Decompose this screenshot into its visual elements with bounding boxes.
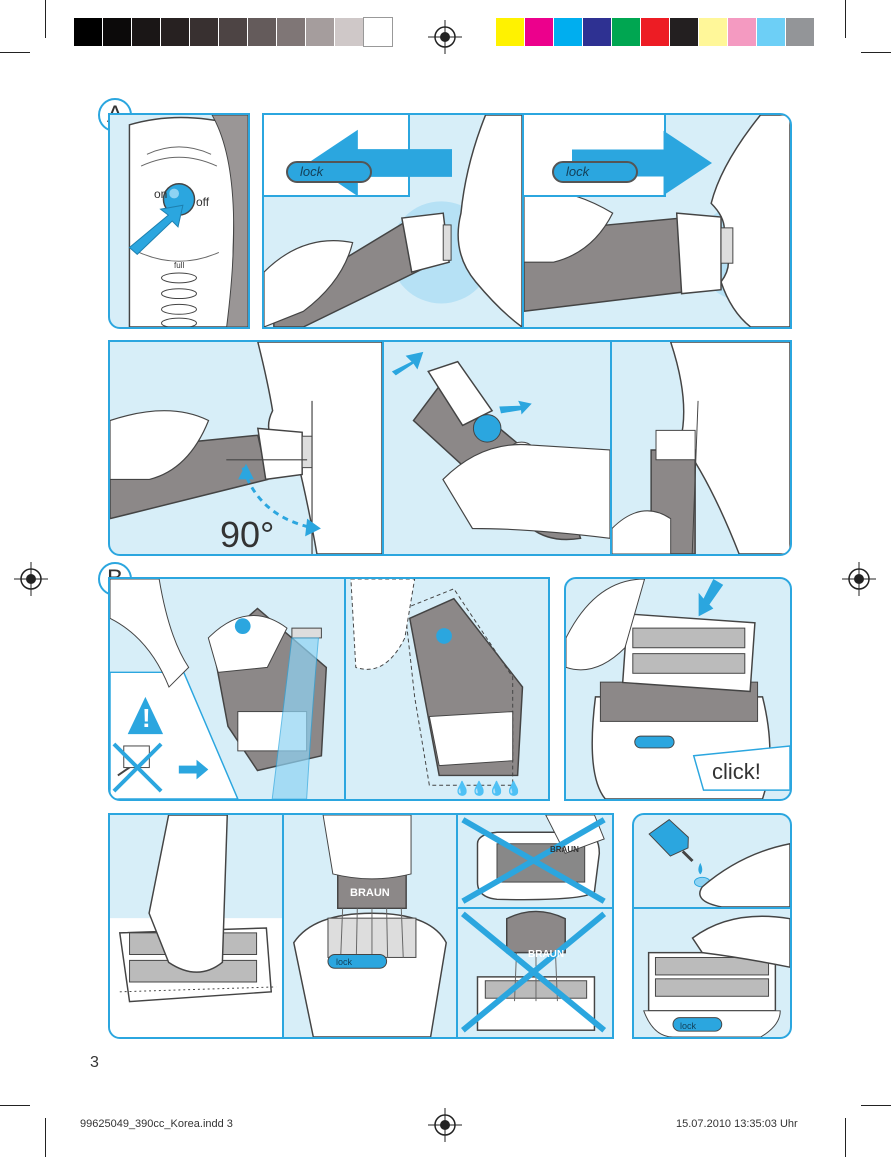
crop-mark [861, 1105, 891, 1106]
color-swatch [248, 18, 276, 46]
color-swatch [103, 18, 131, 46]
panel-wrong-foil: BRAUN [456, 907, 614, 1039]
color-swatch [190, 18, 218, 46]
crop-mark [45, 1118, 46, 1157]
crop-mark [845, 1118, 846, 1157]
color-swatch [757, 18, 785, 46]
angle-label: 90° [220, 514, 275, 555]
registration-mark-icon [428, 1108, 462, 1142]
crop-mark [0, 52, 30, 53]
crop-mark [45, 0, 46, 38]
lock-inset-right: lock [524, 115, 712, 197]
charge-full-label: full [174, 261, 185, 270]
panel-switch-on: on off full [108, 113, 250, 329]
final-lock-label: lock [680, 1021, 697, 1031]
color-swatch [786, 18, 814, 46]
color-swatch [612, 18, 640, 46]
panel-rinse-water: ! [108, 577, 346, 801]
registration-mark-icon [14, 562, 48, 596]
color-swatch [161, 18, 189, 46]
brush-brand-2: BRAUN [528, 949, 565, 960]
panel-shake-dry: 💧💧💧💧 [344, 577, 550, 801]
panel-shave-angle: 90° [108, 340, 384, 556]
color-swatch [670, 18, 698, 46]
brush-brand: BRAUN [350, 887, 390, 899]
registration-mark-icon [428, 20, 462, 54]
color-swatch [219, 18, 247, 46]
color-swatch [335, 18, 363, 46]
panel-shave-lock-right: lock [522, 113, 792, 329]
panel-wrong-cover: BRAUN [456, 813, 614, 909]
panel-cassette-click: click! [564, 577, 792, 801]
color-swatch [699, 18, 727, 46]
cover-brand: BRAUN [550, 845, 579, 854]
footer-timestamp: 15.07.2010 13:35:03 Uhr [676, 1118, 798, 1130]
panel-sideburn-trim [610, 340, 792, 556]
svg-text:💧💧💧💧: 💧💧💧💧 [454, 780, 522, 797]
base-lock-label: lock [336, 957, 353, 967]
crop-mark [0, 1105, 30, 1106]
color-swatch [132, 18, 160, 46]
page-number: 3 [90, 1054, 99, 1071]
color-swatch [74, 18, 102, 46]
warning-mark: ! [142, 703, 151, 733]
arrow-right-icon [572, 130, 712, 196]
panel-tap-out [108, 813, 284, 1039]
color-swatch [525, 18, 553, 46]
panel-oil-spread: lock [632, 907, 792, 1039]
color-swatch [306, 18, 334, 46]
color-swatch [554, 18, 582, 46]
color-swatch [496, 18, 524, 46]
lock-switch-left: lock [286, 161, 372, 183]
crop-mark [861, 52, 891, 53]
panel-shave-lock-left: lock [262, 113, 524, 329]
click-label: click! [712, 759, 761, 784]
switch-off-label: off [196, 195, 210, 209]
crop-mark [845, 0, 846, 38]
lock-inset-left: lock [264, 115, 452, 197]
lock-switch-right: lock [552, 161, 638, 183]
footer-file-name: 99625049_390cc_Korea.indd 3 [80, 1118, 233, 1130]
color-swatch [728, 18, 756, 46]
registration-mark-icon [842, 562, 876, 596]
switch-on-label: on [154, 187, 168, 201]
color-swatch [277, 18, 305, 46]
color-swatch [641, 18, 669, 46]
color-swatch [583, 18, 611, 46]
panel-trimmer-slide [382, 340, 612, 556]
panel-brush-clean: BRAUN lock [282, 813, 458, 1039]
panel-oil-drop [632, 813, 792, 909]
color-swatch [363, 17, 393, 47]
